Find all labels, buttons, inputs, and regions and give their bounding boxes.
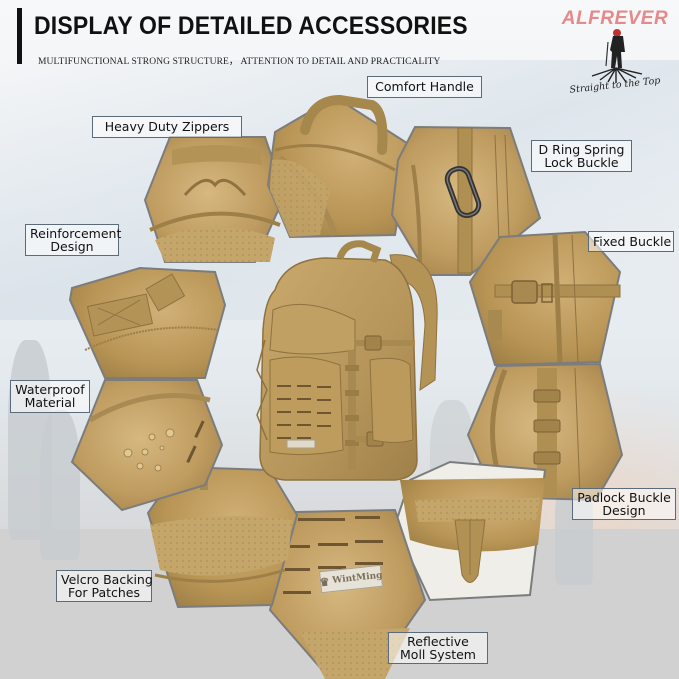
- label-line: Design: [50, 239, 94, 254]
- label-line: Lock Buckle: [544, 155, 619, 170]
- hex-reinforcement: [68, 266, 227, 379]
- center-backpack-image: [256, 240, 438, 481]
- hex-comfort-handle: [266, 94, 412, 239]
- title-accent-bar: [17, 8, 22, 64]
- label-line: Reinforcement: [30, 226, 122, 241]
- page-title: DISPLAY OF DETAILED ACCESSORIES: [34, 12, 468, 40]
- label-line: Waterproof: [15, 382, 85, 397]
- hex-fixed-buckle: [468, 230, 622, 367]
- label-text: Heavy Duty Zippers: [104, 119, 230, 134]
- label-heavy-duty-zippers: Heavy Duty Zippers: [92, 116, 242, 138]
- label-reinforcement: Reinforcement Design: [25, 224, 122, 256]
- hex-heavy-duty-zippers: [143, 136, 287, 263]
- hiker-on-summit-icon: [591, 29, 643, 83]
- hex-velcro: [146, 465, 299, 609]
- label-fixed-buckle: Fixed Buckle: [588, 231, 674, 252]
- label-line: Velcro Backing: [61, 572, 153, 587]
- wintming-patch-text: WintMing: [331, 570, 383, 586]
- label-padlock-buckle: Padlock Buckle Design: [572, 488, 676, 520]
- hex-bottom-strap: [393, 460, 547, 602]
- label-line: Reflective: [407, 634, 469, 649]
- wintming-logo-icon: ♛: [318, 574, 331, 589]
- label-line: For Patches: [67, 585, 141, 600]
- label-reflective-molle: Reflective Moll System: [388, 632, 488, 664]
- hiker-silhouette: [40, 410, 80, 560]
- label-waterproof: Waterproof Material: [10, 380, 90, 413]
- label-line: Moll System: [400, 647, 476, 662]
- label-line: D Ring Spring: [538, 142, 625, 157]
- label-line: Material: [24, 395, 76, 410]
- brand-name: ALFREVER: [561, 8, 669, 29]
- label-text: Fixed Buckle: [593, 234, 672, 249]
- label-line: Design: [602, 503, 646, 518]
- hex-waterproof: [70, 379, 224, 512]
- label-d-ring: D Ring Spring Lock Buckle: [531, 140, 632, 172]
- label-velcro: Velcro Backing For Patches: [56, 570, 153, 602]
- label-text: Comfort Handle: [375, 79, 474, 94]
- hex-reflective-molle: [268, 508, 427, 679]
- label-comfort-handle: Comfort Handle: [367, 76, 482, 98]
- page-subtitle: MULTIFUNCTIONAL STRONG STRUCTURE， ATTENT…: [38, 57, 441, 67]
- label-line: Padlock Buckle: [577, 490, 671, 505]
- brand-logo: ALFREVER Straight to the Top: [560, 4, 670, 100]
